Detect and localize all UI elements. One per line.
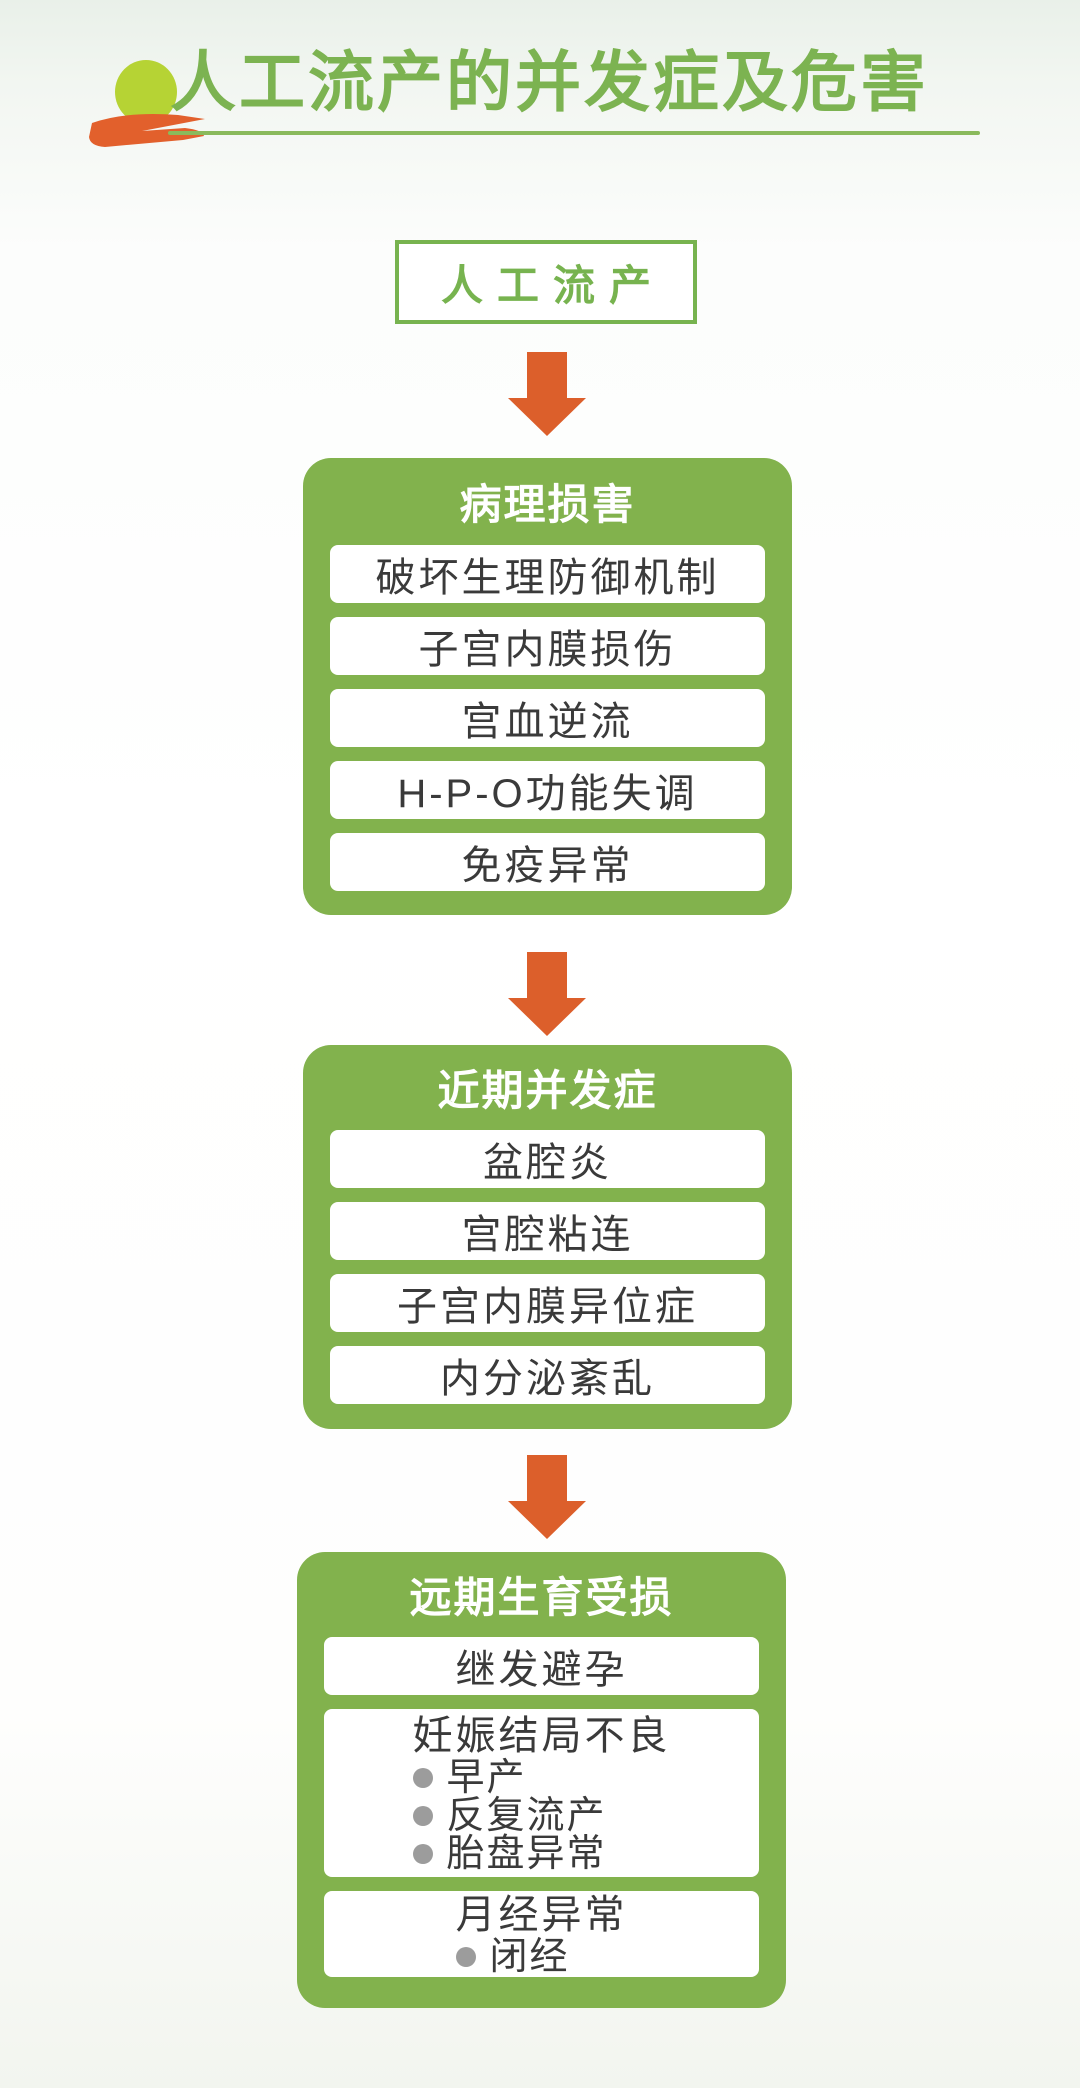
- down-arrow-icon: [508, 1455, 586, 1539]
- section-long-term-fertility-damage: 远期生育受损 继发避孕 妊娠结局不良 早产 反复流产 胎盘异常: [297, 1552, 786, 2008]
- flow-item: 子宫内膜损伤: [330, 617, 765, 675]
- down-arrow-icon: [508, 352, 586, 436]
- flow-item: 破坏生理防御机制: [330, 545, 765, 603]
- flow-item: 盆腔炎: [330, 1130, 765, 1188]
- section-title: 近期并发症: [437, 1067, 658, 1114]
- flow-root-node: 人工流产: [395, 240, 697, 324]
- flow-item: 继发避孕: [324, 1637, 759, 1695]
- flow-item-group-pregnancy-outcomes: 妊娠结局不良 早产 反复流产 胎盘异常: [324, 1709, 759, 1877]
- down-arrow-icon: [508, 952, 586, 1036]
- section-title: 远期生育受损: [409, 1574, 674, 1621]
- section-short-term-complications: 近期并发症 盆腔炎 宫腔粘连 子宫内膜异位症 内分泌紊乱: [303, 1045, 792, 1429]
- group-title: 妊娠结局不良: [412, 1714, 671, 1758]
- group-block: 妊娠结局不良 早产 反复流产 胎盘异常: [412, 1713, 671, 1875]
- flow-item: H-P-O功能失调: [330, 761, 765, 819]
- bullet-icon: [412, 1806, 433, 1826]
- logo-brush-stroke-icon: [89, 114, 205, 147]
- bullet-label: 反复流产: [446, 1795, 607, 1837]
- section-title: 病理损害: [459, 481, 636, 528]
- flow-item: 宫血逆流: [330, 689, 765, 747]
- bullet-item: 胎盘异常: [412, 1833, 671, 1875]
- bullet-item: 早产: [412, 1757, 671, 1799]
- group-block: 月经异常 闭经: [455, 1892, 628, 1978]
- page-title: 人工流产的并发症及危害: [170, 45, 929, 119]
- group-title: 月经异常: [455, 1893, 628, 1937]
- bullet-label: 早产: [446, 1757, 527, 1799]
- bullet-icon: [412, 1844, 433, 1864]
- bullet-label: 胎盘异常: [446, 1833, 607, 1875]
- flow-item-group-menstrual-abnormality: 月经异常 闭经: [324, 1891, 759, 1977]
- section-pathological-damage: 病理损害 破坏生理防御机制 子宫内膜损伤 宫血逆流 H-P-O功能失调 免疫异常: [303, 458, 792, 915]
- flow-item: 免疫异常: [330, 833, 765, 891]
- bullet-icon: [455, 1947, 476, 1967]
- logo-sun-icon: [115, 60, 177, 124]
- bullet-label: 闭经: [489, 1936, 570, 1978]
- bullet-icon: [412, 1768, 433, 1788]
- flow-item: 宫腔粘连: [330, 1202, 765, 1260]
- bullet-item: 闭经: [455, 1936, 628, 1978]
- title-underline: [168, 131, 980, 135]
- bullet-item: 反复流产: [412, 1795, 671, 1837]
- flow-item: 内分泌紊乱: [330, 1346, 765, 1404]
- flow-item: 子宫内膜异位症: [330, 1274, 765, 1332]
